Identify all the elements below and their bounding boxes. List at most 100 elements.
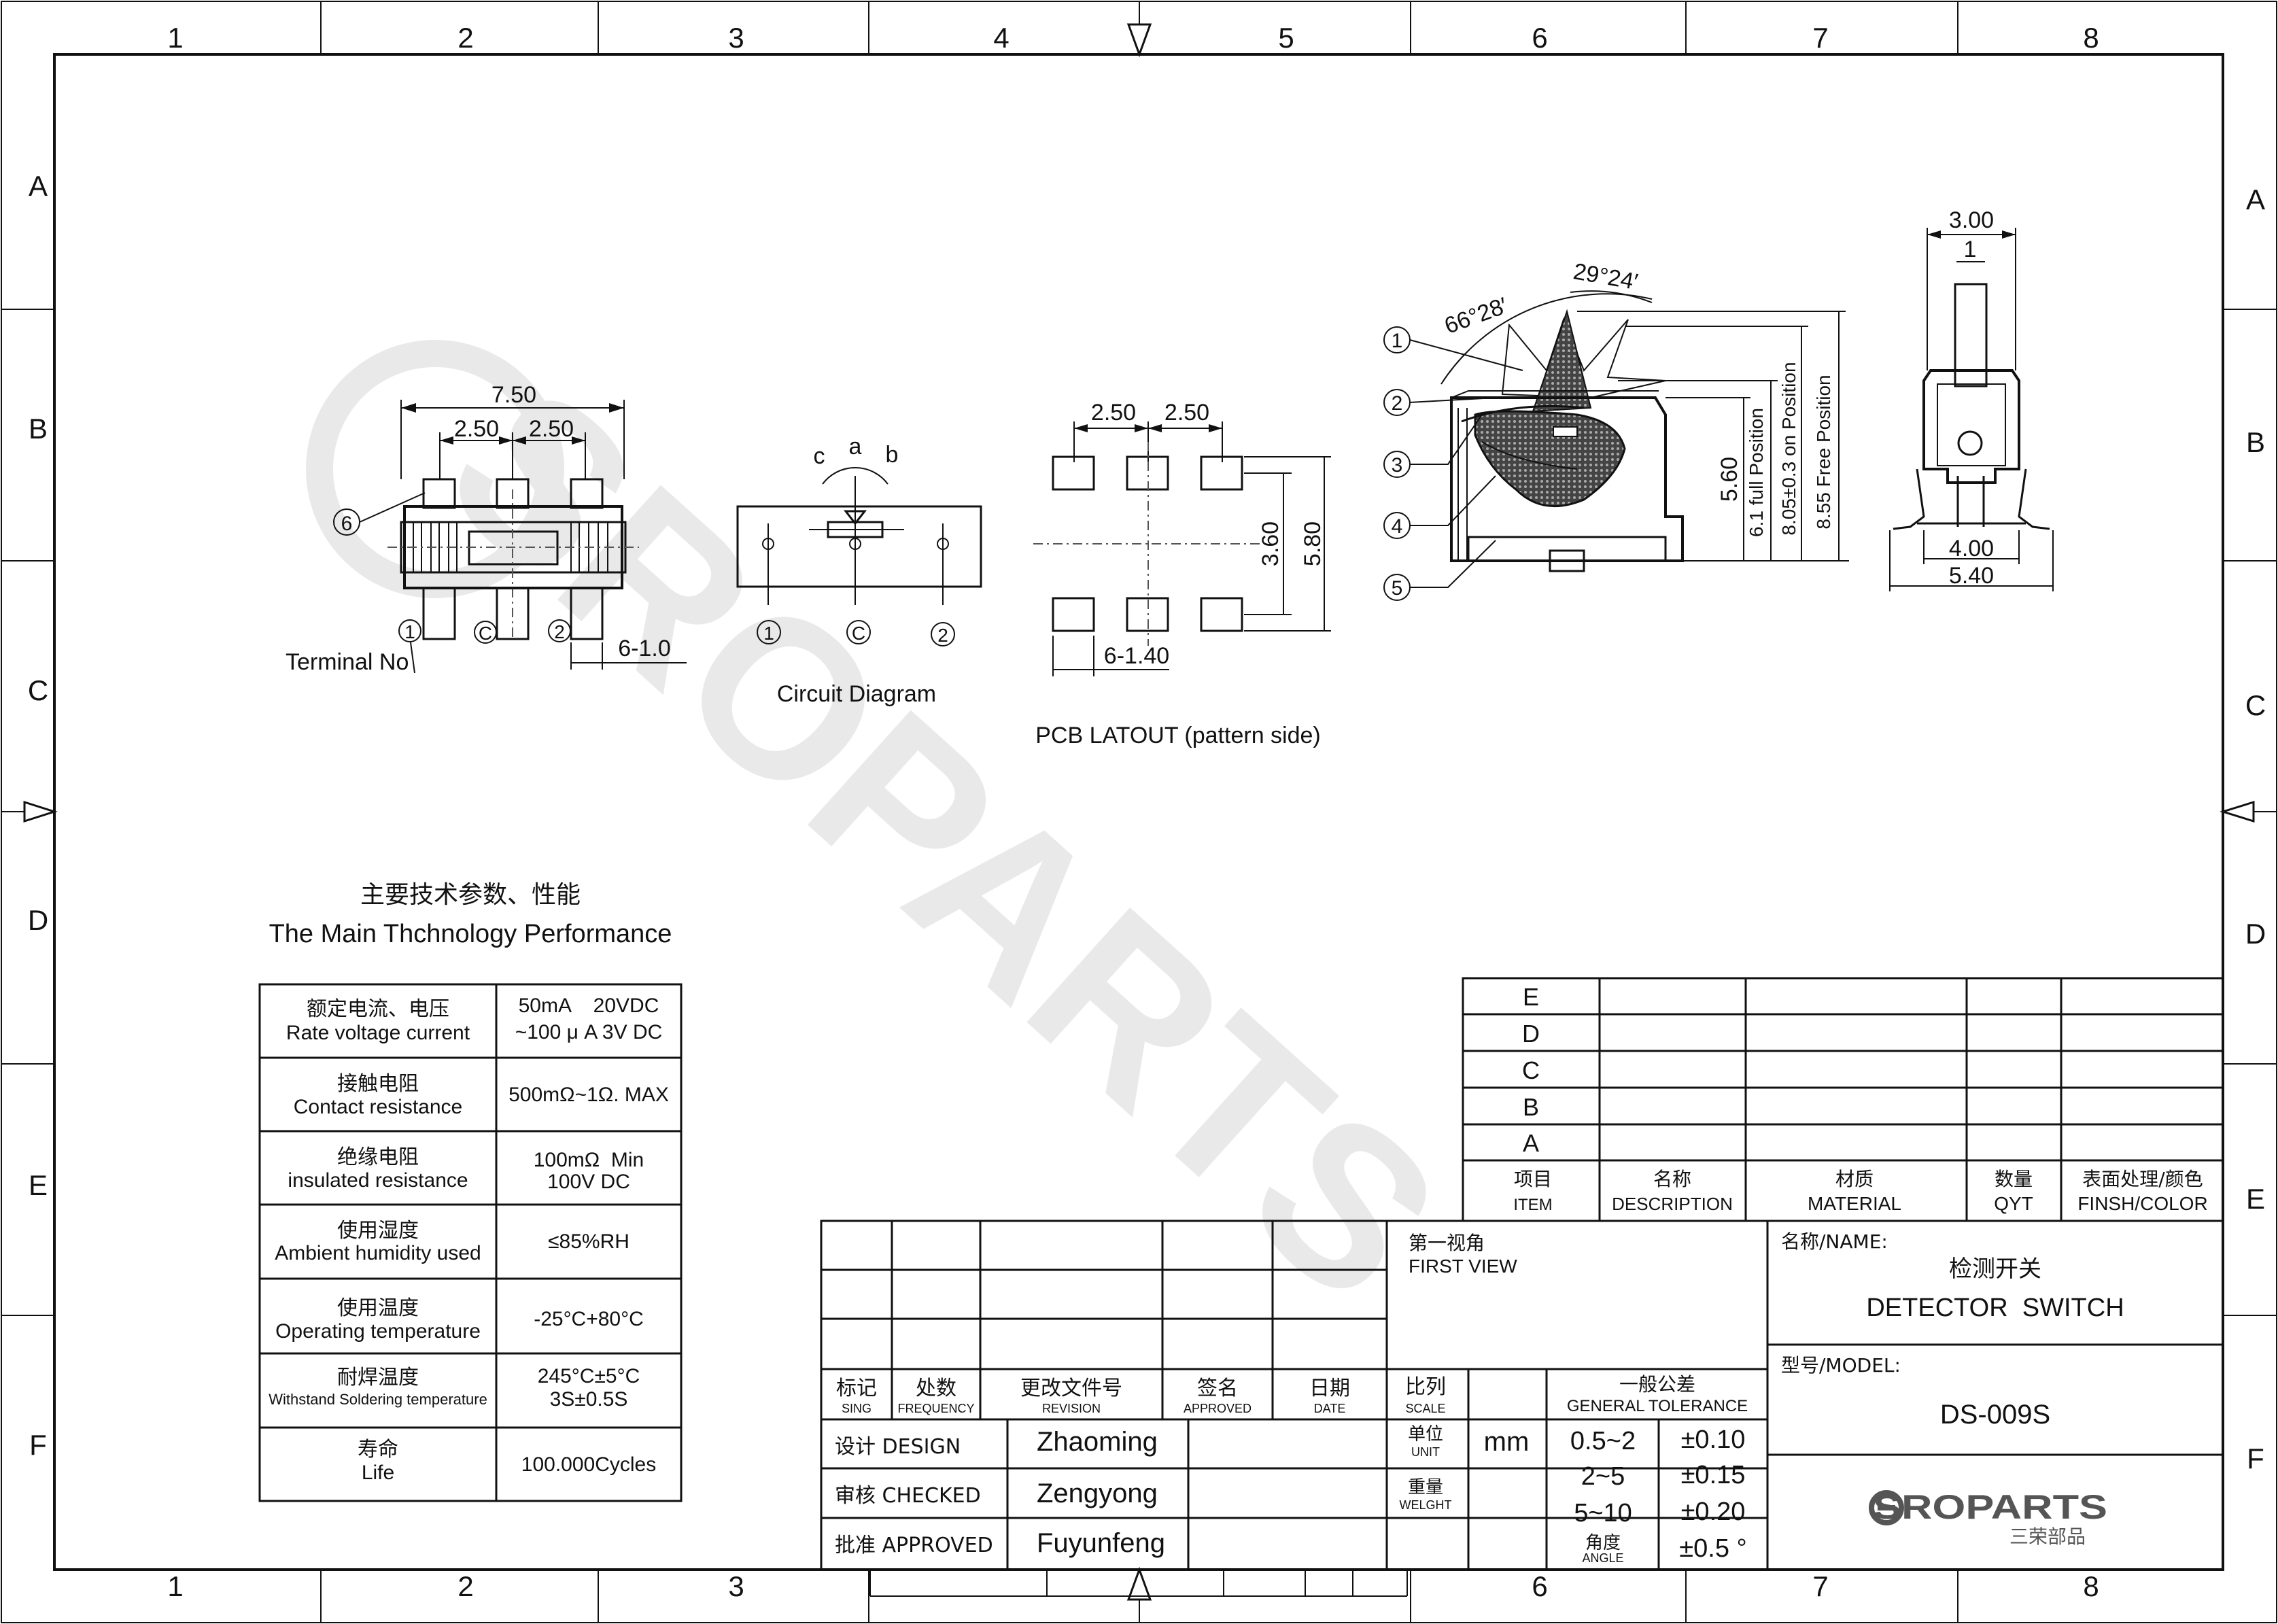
bom-header-en: QYT <box>1994 1193 2033 1214</box>
perf-v2: 3S±0.5S <box>550 1388 628 1411</box>
col-label: 7 <box>1812 22 1828 54</box>
bom-header-cn: 材质 <box>1835 1168 1874 1190</box>
approval-role: 审核 CHECKED <box>835 1484 981 1508</box>
approval-rows: 设计 DESIGN Zhaoming 审核 CHECKED Zengyong 批… <box>835 1427 1165 1558</box>
tolerance-value: ±0.15 <box>1681 1461 1746 1489</box>
col-label: 6 <box>1532 1570 1547 1602</box>
bom-header-cn: 项目 <box>1514 1168 1552 1190</box>
bom-header-en: MATERIAL <box>1808 1193 1901 1214</box>
side-dim-full: 6.1 full Position <box>1746 408 1767 537</box>
tolerance-range: 0.5~2 <box>1570 1427 1636 1455</box>
perf-v1: ≤85%RH <box>548 1230 629 1253</box>
side-callout-3: 3 <box>1392 454 1403 477</box>
pcb-dim-580: 5.80 <box>1300 521 1326 566</box>
model-label: 型号/MODEL: <box>1781 1354 1901 1377</box>
perf-v1: -25°C+80°C <box>534 1308 644 1330</box>
approval-role: 设计 DESIGN <box>835 1435 961 1459</box>
name-label: 名称/NAME: <box>1781 1230 1888 1253</box>
pcb-dim-pitch-left: 2.50 <box>1091 400 1136 426</box>
pcb-layout: 2.50 2.50 3.60 5.80 6-1.40 PCB LATOUT (p… <box>1033 400 1331 748</box>
col-label: 3 <box>728 1570 744 1602</box>
top-dim-terminal: 6-1.0 <box>618 636 671 661</box>
name-model-block: 名称/NAME: 检测开关 DETECTOR SWITCH 型号/MODEL: … <box>1781 1230 2124 1430</box>
bom-row-label: E <box>1523 983 1539 1011</box>
model-value: DS-009S <box>1940 1400 2050 1430</box>
row-label: B <box>29 413 48 445</box>
tolerance-range: 5~10 <box>1574 1499 1632 1527</box>
logo-text: SROPARTS <box>1873 1488 2107 1526</box>
approval-name: Fuyunfeng <box>1037 1528 1165 1558</box>
top-dim-overall: 7.50 <box>491 382 536 408</box>
row-label: B <box>2246 426 2265 458</box>
name-en: DETECTOR SWITCH <box>1866 1294 2124 1322</box>
rev-header-en: FREQUENCY <box>897 1402 974 1415</box>
perf-v1: 50mA 20VDC <box>519 995 659 1017</box>
tolerance-value: ±0.20 <box>1681 1498 1746 1526</box>
side-callouts: 1 2 3 4 5 <box>1383 326 1523 601</box>
row-label: C <box>28 674 48 706</box>
side-angle-2: 29°24′ <box>1572 258 1640 295</box>
perf-en: Ambient humidity used <box>275 1242 481 1264</box>
bom-header-cn: 数量 <box>1995 1168 2033 1190</box>
view-cn: 第一视角 <box>1409 1232 1485 1254</box>
frame-column-labels-top: 1 2 3 4 5 6 7 8 <box>167 22 2099 54</box>
row-label: F <box>2247 1442 2264 1474</box>
side-callout-5: 5 <box>1392 577 1403 600</box>
rev-header-cn: 更改文件号 <box>1020 1377 1122 1400</box>
bom-header-en: ITEM <box>1513 1196 1552 1214</box>
approval-role: 批准 APPROVED <box>835 1534 993 1557</box>
perf-cn: 耐焊温度 <box>337 1366 419 1389</box>
front-view: 3.00 1 4.00 5.40 <box>1889 207 2054 591</box>
watermark-text: SROPARTS <box>403 339 1485 1348</box>
pcb-dim-360: 3.60 <box>1258 521 1283 566</box>
side-callout-2: 2 <box>1392 392 1403 415</box>
frame-row-labels-left: A B C D E F <box>28 170 48 1461</box>
approval-name: Zhaoming <box>1037 1427 1158 1457</box>
unit-cn: 单位 <box>1408 1424 1443 1445</box>
perf-en: Rate voltage current <box>286 1022 470 1044</box>
side-callout-4: 4 <box>1392 515 1403 538</box>
bom-header-cn: 名称 <box>1653 1168 1691 1190</box>
tolerance-value: ±0.10 <box>1681 1426 1746 1454</box>
side-view: 66°28′ 29°24′ 1 2 3 4 5 <box>1383 258 1849 601</box>
col-label: 3 <box>728 22 744 54</box>
watermark: SROPARTS <box>306 339 1485 1348</box>
perf-en: insulated resistance <box>288 1169 468 1192</box>
tolerance-block: 一般公差 GENERAL TOLERANCE 0.5~2 ±0.10 2~5 ±… <box>1567 1373 1748 1565</box>
row-label: A <box>2246 184 2265 215</box>
perf-v1: 245°C±5°C <box>538 1365 640 1387</box>
perf-v1: 500mΩ~1Ω. MAX <box>508 1084 669 1106</box>
circuit-caption: Circuit Diagram <box>777 681 936 707</box>
title-block <box>820 1220 2224 1597</box>
circuit-label-a: a <box>849 434 862 460</box>
circuit-label-b: b <box>886 442 899 468</box>
col-label: 5 <box>1278 22 1294 54</box>
row-label: D <box>2245 918 2266 950</box>
perf-cn: 额定电流、电压 <box>307 997 449 1021</box>
side-dim-560: 5.60 <box>1716 457 1742 502</box>
perf-v1: 100mΩ Min <box>534 1149 644 1171</box>
terminal-2: 2 <box>554 621 565 642</box>
rev-header-en: DATE <box>1314 1402 1346 1415</box>
bom-table: E D C B A 项目 ITEM 名称 DESCRIPTION 材质 MATE… <box>1462 977 2224 1222</box>
perf-en: Contact resistance <box>294 1096 462 1118</box>
col-label: 8 <box>2083 1570 2099 1602</box>
bom-row-label: A <box>1523 1129 1539 1157</box>
col-label: 2 <box>458 22 473 54</box>
side-dim-free: 8.55 Free Position <box>1813 375 1834 529</box>
name-cn: 检测开关 <box>1949 1256 2041 1283</box>
perf-en: Life <box>362 1462 394 1484</box>
scale-cn: 比列 <box>1405 1375 1446 1399</box>
performance-table: 主要技术参数、性能 The Main Thchnology Performanc… <box>258 881 683 1502</box>
col-label: 2 <box>458 1570 473 1602</box>
row-label: A <box>29 170 48 202</box>
tolerance-range: 2~5 <box>1581 1462 1625 1491</box>
perf-cn: 使用湿度 <box>337 1219 419 1243</box>
circuit-pin-c: C <box>852 623 865 644</box>
scale-en: SCALE <box>1405 1402 1445 1415</box>
top-dim-pitch-left: 2.50 <box>454 416 499 442</box>
revision-headers: 标记 SING 处数 FREQUENCY 更改文件号 REVISION 签名 A… <box>836 1377 1350 1415</box>
col-label: 1 <box>167 22 183 54</box>
bom-header-cn: 表面处理/颜色 <box>2082 1168 2203 1190</box>
top-dim-pitch-right: 2.50 <box>529 416 574 442</box>
